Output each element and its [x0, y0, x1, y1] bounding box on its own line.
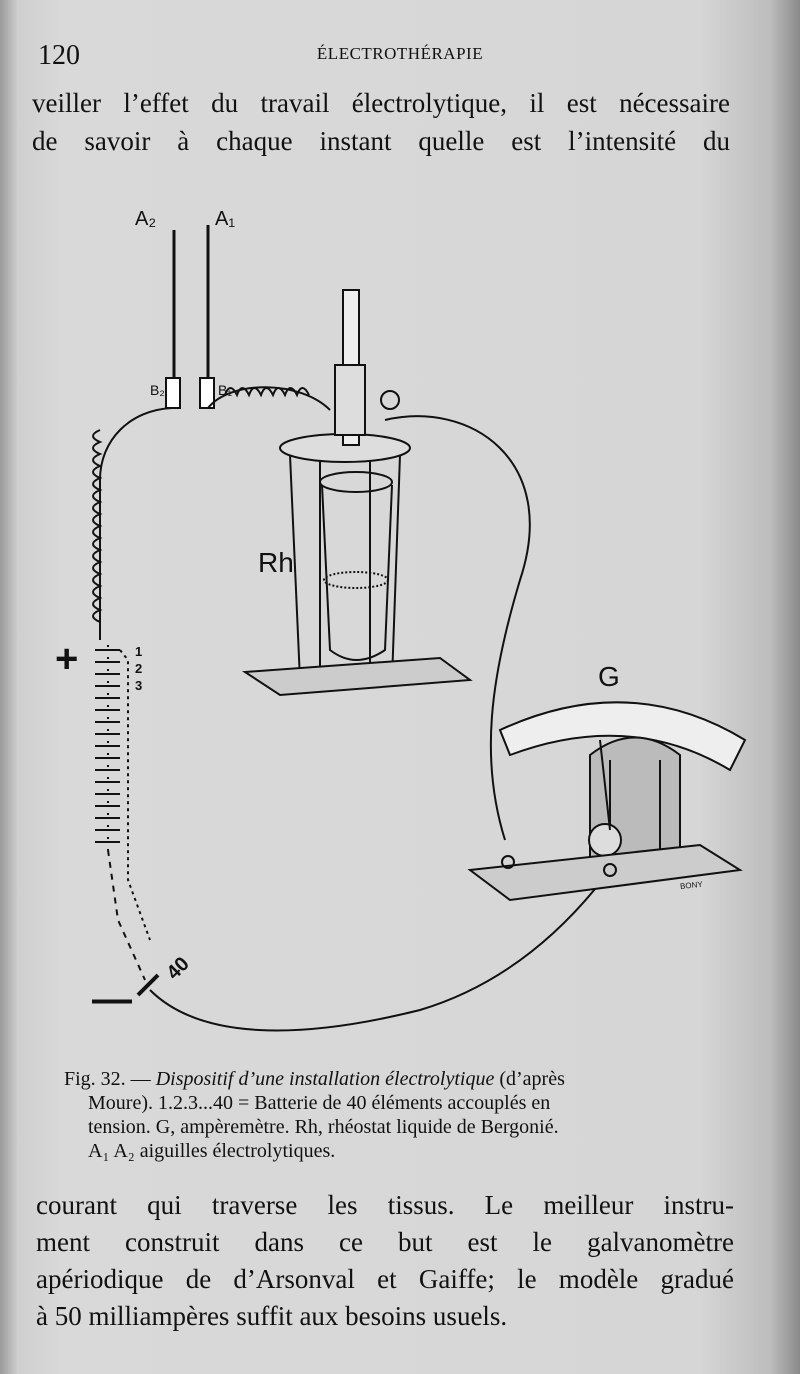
galvanometer — [467, 701, 747, 902]
maker-mark: BONY — [680, 880, 704, 891]
label-b2: B₂ — [150, 382, 165, 398]
body-line: à 50 milliampères suffit aux besoins usu… — [36, 1301, 508, 1331]
body-line: veiller l’effet du travail électrolytiqu… — [32, 88, 730, 118]
electrolysis-apparatus-figure: A₂ A₁ B₂ B₁ Rh G + — 1 2 3 40 BONY — [55, 208, 747, 1032]
figure-caption-line: Moure). 1.2.3...40 = Batterie de 40 élém… — [88, 1092, 551, 1114]
body-line: de savoir à chaque instant quelle est l’… — [32, 126, 730, 156]
label-g: G — [598, 661, 620, 692]
label-a1: A₁ — [215, 208, 235, 230]
figure-caption-line: A₁ A₂ aiguilles électrolytiques. — [88, 1140, 336, 1162]
label-1: 1 — [135, 644, 142, 659]
label-3: 3 — [135, 678, 142, 693]
label-b1: B₁ — [218, 382, 232, 398]
battery — [95, 645, 160, 997]
figure-caption-line: Fig. 32. — Dispositif d’une installation… — [64, 1068, 565, 1091]
label-2: 2 — [135, 661, 142, 676]
body-line: courant qui traverse les tissus. Le meil… — [36, 1190, 734, 1220]
caption-text: (d’après — [494, 1068, 565, 1090]
label-minus: — — [92, 977, 132, 1021]
figure-number: Fig. 32. — — [64, 1068, 156, 1090]
figure-caption-line: tension. G, ampèremètre. Rh, rhéostat li… — [88, 1116, 559, 1138]
label-a2: A₂ — [135, 208, 156, 230]
running-title: ÉLECTROTHÉRAPIE — [316, 44, 484, 63]
page-number: 120 — [38, 40, 80, 71]
label-rh: Rh — [258, 547, 294, 578]
rheostat — [241, 289, 473, 697]
body-line: apériodique de d’Arsonval et Gaiffe; le … — [36, 1264, 734, 1294]
label-40: 40 — [162, 953, 193, 984]
coil-left — [92, 429, 103, 623]
figure-title: Dispositif d’une installation électrolyt… — [155, 1068, 495, 1090]
label-plus: + — [55, 637, 78, 681]
body-line: ment construit dans ce but est le galvan… — [36, 1227, 734, 1257]
